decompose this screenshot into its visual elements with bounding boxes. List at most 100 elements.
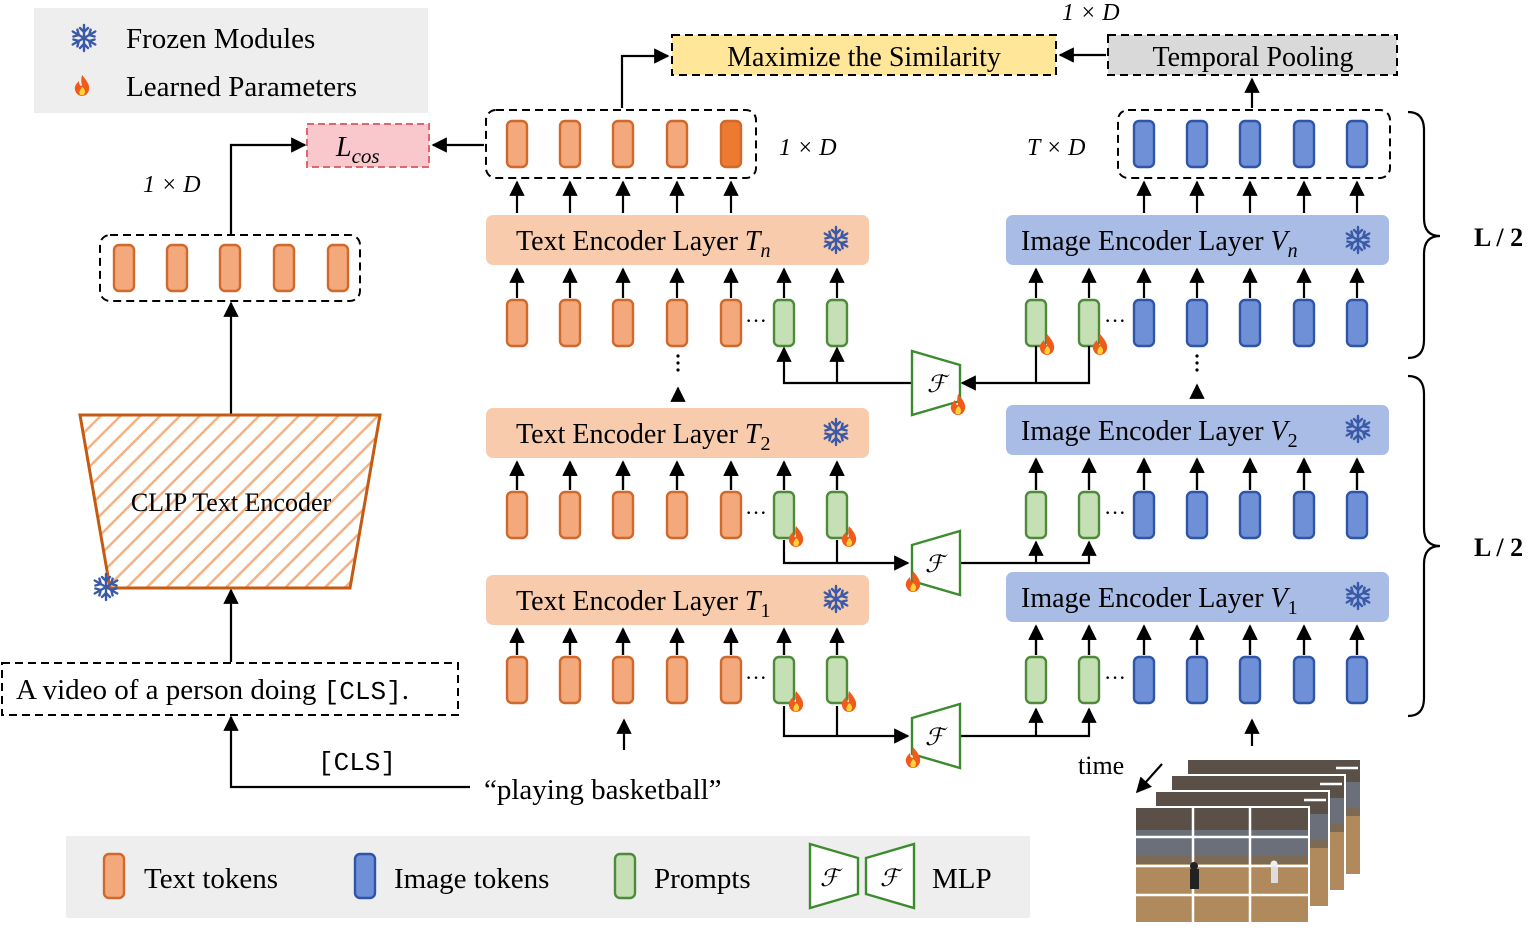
prompt-token	[772, 490, 796, 540]
prompt-token	[772, 655, 796, 705]
cls-label: [CLS]	[318, 748, 396, 778]
frame-court-edge	[1136, 856, 1308, 864]
text-token	[272, 243, 296, 293]
pooled-dim-label: 1 × D	[1062, 0, 1120, 26]
text-token	[719, 490, 743, 540]
clip-encoder-label: CLIP Text Encoder	[131, 488, 332, 517]
text-token	[611, 119, 635, 169]
legend-top: Frozen Modules Learned Parameters	[34, 8, 428, 113]
vertical-ellipsis-dot	[676, 361, 680, 365]
frame-crowd-top	[1136, 808, 1308, 830]
prompt-token	[772, 298, 796, 348]
ellipsis: ···	[1104, 665, 1126, 690]
text-token-swatch	[102, 852, 126, 900]
token-rows: ··················	[112, 119, 1369, 750]
vertical-ellipsis-dot	[1195, 361, 1199, 365]
text-token	[558, 490, 582, 540]
image-token	[1292, 490, 1316, 540]
image-token	[1132, 298, 1156, 348]
image-token	[1132, 655, 1156, 705]
image-token	[1132, 119, 1156, 169]
legend-learned-label: Learned Parameters	[126, 71, 357, 103]
text-layer-2	[486, 408, 869, 458]
brace-label-lower: L / 2	[1474, 533, 1523, 562]
top-heads: Maximize the Similarity Temporal Pooling…	[431, 0, 1398, 179]
image-token	[1292, 298, 1316, 348]
mlp-symbol: ℱ	[927, 372, 950, 398]
text-token	[665, 655, 689, 705]
vertical-ellipsis-dot	[676, 354, 680, 358]
text-dim-label: 1 × D	[779, 135, 837, 161]
text-token	[218, 243, 242, 293]
mlp-symbol: ℱ	[925, 552, 948, 578]
prompt-token	[1077, 490, 1101, 540]
mlp-symbol: ℱ	[925, 725, 948, 751]
image-token	[1345, 490, 1369, 540]
legend-frozen-label: Frozen Modules	[126, 23, 315, 55]
text-feature-box	[485, 109, 757, 179]
prompt-token	[1077, 298, 1101, 348]
prompt-token	[825, 490, 849, 540]
text-token	[665, 490, 689, 540]
clip-branch: Lcos 1 × D CLIP Text Encoder A video of …	[1, 123, 722, 806]
image-layer-n-label: Image Encoder Layer Vn	[1021, 226, 1298, 262]
prompt-template-box	[1, 662, 459, 716]
image-token	[1185, 298, 1209, 348]
image-token	[1238, 119, 1262, 169]
similarity-label: Maximize the Similarity	[727, 42, 1001, 73]
image-layer-2-label: Image Encoder Layer V2	[1021, 416, 1298, 452]
text-layer-n-label: Text Encoder Layer Tn	[516, 226, 771, 262]
similarity-box	[671, 34, 1057, 76]
video-dim-label: T × D	[1027, 135, 1085, 161]
clip-text-encoder	[78, 413, 382, 590]
image-token	[1238, 655, 1262, 705]
prompt-token	[1024, 490, 1048, 540]
player	[1270, 860, 1278, 868]
text-layer-n	[486, 215, 869, 265]
image-token-swatch	[353, 852, 377, 900]
text-token	[326, 243, 350, 293]
text-token	[558, 655, 582, 705]
frame-stack-image	[1134, 758, 1362, 924]
loss-label: Lcos	[335, 132, 380, 168]
vertical-ellipsis-dot	[1195, 368, 1199, 372]
text-layer-1	[486, 575, 869, 625]
text-token	[558, 119, 582, 169]
layer-braces: L / 2 L / 2	[1407, 110, 1523, 718]
video-feature-box	[1117, 109, 1391, 179]
frame-crowd	[1136, 830, 1308, 856]
text-token	[611, 298, 635, 348]
image-token	[1132, 490, 1156, 540]
legend-image-tokens: Image tokens	[394, 863, 549, 895]
image-layer-1-label: Image Encoder Layer V1	[1021, 583, 1298, 619]
video-frame	[1134, 806, 1310, 924]
ellipsis: ···	[745, 500, 767, 525]
text-token	[558, 298, 582, 348]
temporal-pooling-box	[1107, 34, 1398, 76]
text-token	[719, 119, 743, 169]
prompt-template-text: A video of a person doing [CLS].	[16, 674, 409, 707]
text-token	[505, 655, 529, 705]
image-token	[1292, 655, 1316, 705]
class-name-text: “playing basketball”	[484, 774, 722, 806]
text-layer-1-label: Text Encoder Layer T1	[516, 586, 771, 622]
video-frames: time	[1078, 718, 1362, 924]
text-token	[611, 490, 635, 540]
text-encoder-layers: Text Encoder Layer Tn Text Encoder Layer…	[486, 215, 869, 625]
mlp-connections: ℱ ℱ ℱ	[776, 346, 1097, 770]
prompt-token	[1024, 655, 1048, 705]
prompt-token	[1077, 655, 1101, 705]
image-layer-n	[1006, 215, 1389, 265]
mlp-symbol: ℱ	[880, 866, 903, 892]
image-encoder-layers: Image Encoder Layer Vn Image Encoder Lay…	[1006, 215, 1389, 622]
image-token	[1185, 490, 1209, 540]
clip-dim-label: 1 × D	[143, 172, 201, 198]
brace-label-upper: L / 2	[1474, 223, 1523, 252]
ellipsis: ···	[1104, 500, 1126, 525]
vertical-ellipsis-dot	[676, 368, 680, 372]
clip-feature-box	[99, 234, 361, 302]
image-token	[1345, 655, 1369, 705]
prompt-token	[825, 655, 849, 705]
ellipsis: ···	[745, 308, 767, 333]
